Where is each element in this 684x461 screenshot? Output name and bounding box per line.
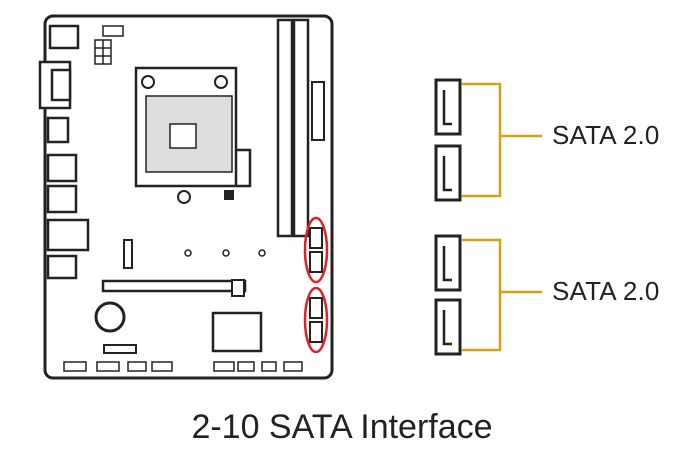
sata-port <box>434 144 462 202</box>
cmos-battery <box>94 301 126 333</box>
m2-slot <box>123 239 133 269</box>
pcie-slot <box>101 279 247 297</box>
chipset <box>211 311 263 353</box>
sata-port <box>434 78 462 136</box>
small-header <box>103 344 137 354</box>
figure-caption: 2-10 SATA Interface <box>191 408 493 446</box>
rear-io-panel <box>38 24 90 280</box>
sata-label-bottom: SATA 2.0 <box>552 276 660 306</box>
sata-ports-top <box>434 78 462 202</box>
sata-highlight <box>303 216 329 354</box>
sata-ports-bottom <box>434 234 462 356</box>
cpu-socket <box>134 66 252 204</box>
bottom-headers <box>63 361 303 372</box>
header-connector <box>94 25 124 65</box>
sata-port <box>434 234 462 292</box>
mount-holes <box>184 249 266 257</box>
sata-port <box>434 298 462 356</box>
bracket-lines <box>462 82 542 352</box>
atx-power-connector <box>311 81 325 141</box>
onboard-sata-ports <box>309 227 323 343</box>
sata-label-top: SATA 2.0 <box>552 120 660 150</box>
dimm-slots <box>276 18 310 238</box>
